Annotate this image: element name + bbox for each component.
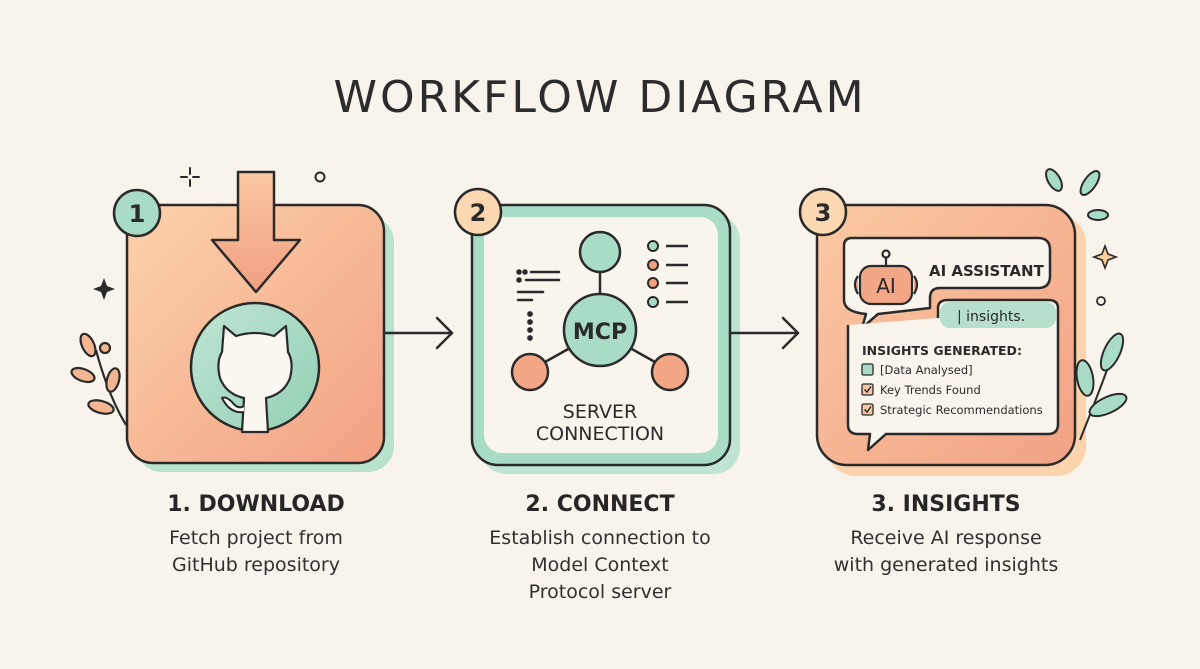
description-line: Model Context <box>531 554 669 576</box>
leaf-sprig-icon <box>1075 332 1128 441</box>
leaf-sprig-icon <box>70 332 127 426</box>
step-3-card: AI AI ASSISTANT | insights. INSIGHTS GEN… <box>798 187 1086 476</box>
description-line: Fetch project from <box>169 527 343 549</box>
left-node <box>510 352 550 392</box>
mcp-hub-label: MCP <box>573 320 627 345</box>
connector-arrow-2-3 <box>728 316 800 350</box>
step-1-number: 1 <box>129 200 146 228</box>
right-node <box>650 352 690 392</box>
description-line: Protocol server <box>528 581 672 603</box>
dot-decoration-icon <box>1096 296 1106 306</box>
step-3-number: 3 <box>815 199 832 227</box>
leaves-decoration-icon <box>1045 168 1109 221</box>
step-2-number-badge: 2 <box>453 187 503 237</box>
checkbox-checked <box>861 403 874 416</box>
checklist-label: Strategic Recommendations <box>880 403 1043 417</box>
checkbox-checked <box>861 383 874 396</box>
page-title: WORKFLOW DIAGRAM <box>333 72 867 123</box>
description-line: Receive AI response <box>850 527 1042 549</box>
step-2-caption: 2. CONNECT Establish connection to Model… <box>440 492 760 606</box>
step-3-description: Receive AI response with generated insig… <box>786 525 1106 579</box>
description-line: with generated insights <box>833 554 1059 576</box>
server-label-line-2: CONNECTION <box>536 423 664 445</box>
top-node <box>578 230 622 274</box>
checkmark-icon <box>864 386 872 394</box>
robot-label: AI <box>876 274 896 298</box>
star-sparkle-icon <box>1091 243 1119 271</box>
step-1-card: 1 <box>112 170 394 472</box>
step-2-description: Establish connection to Model Context Pr… <box>440 525 760 606</box>
checklist-item: Key Trends Found <box>861 383 981 397</box>
reply-text: | insights. <box>957 309 1025 325</box>
description-line: GitHub repository <box>172 554 340 576</box>
checklist-label: [Data Analysed] <box>880 363 973 377</box>
step-2-card: MCP SERVER CONNECTION 2 <box>453 187 740 474</box>
checkbox-unchecked <box>861 363 874 376</box>
sparkle-plus-icon <box>180 167 200 187</box>
insights-speech-bubble <box>846 298 1060 452</box>
reply-highlight <box>940 302 1056 328</box>
status-list-icon <box>647 240 688 308</box>
robot-ai-icon <box>853 249 919 306</box>
step-3-number-badge: 3 <box>798 187 848 237</box>
download-arrow-icon <box>210 170 302 294</box>
checklist-label: Key Trends Found <box>880 383 981 397</box>
checklist-item: [Data Analysed] <box>861 363 973 377</box>
step-3-caption: 3. INSIGHTS Receive AI response with gen… <box>786 492 1106 579</box>
dot-decoration-icon <box>314 171 326 183</box>
star-sparkle-icon <box>93 278 115 300</box>
step-1-heading: 1. DOWNLOAD <box>167 492 345 517</box>
github-octocat-icon <box>189 301 321 434</box>
insights-heading: INSIGHTS GENERATED: <box>862 343 1022 358</box>
step-2-heading: 2. CONNECT <box>525 492 675 517</box>
step-1-caption: 1. DOWNLOAD Fetch project from GitHub re… <box>96 492 416 579</box>
checkmark-icon <box>864 406 872 414</box>
mcp-hub-node <box>562 292 638 368</box>
server-label-line-1: SERVER <box>563 401 637 423</box>
text-lines-icon <box>516 269 561 341</box>
step-1-number-badge: 1 <box>112 188 162 238</box>
description-line: Establish connection to <box>489 527 711 549</box>
step-1-description: Fetch project from GitHub repository <box>96 525 416 579</box>
connector-arrow-1-2 <box>382 316 454 350</box>
assistant-title: AI ASSISTANT <box>929 262 1045 280</box>
step-2-number: 2 <box>470 199 487 227</box>
assistant-speech-bubble <box>842 236 1052 330</box>
checklist-item: Strategic Recommendations <box>861 403 1043 417</box>
step-3-heading: 3. INSIGHTS <box>871 492 1021 517</box>
mcp-node-graph <box>510 230 690 392</box>
